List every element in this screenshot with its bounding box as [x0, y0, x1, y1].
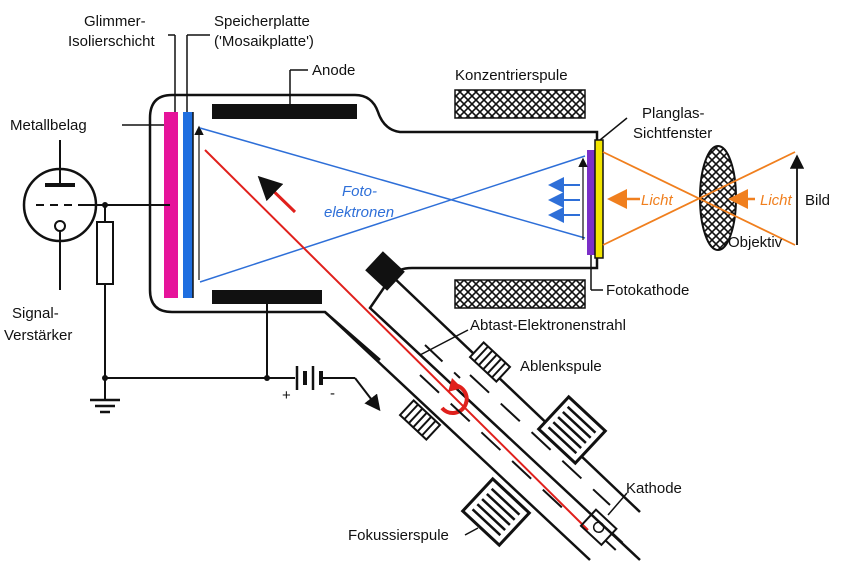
label-planglas: Planglas-	[642, 105, 705, 122]
neck-wall-upper	[391, 275, 641, 513]
leader-abtast	[419, 329, 469, 356]
label-ablenkspule: Ablenkspule	[520, 358, 602, 375]
label-foto: Foto-	[342, 183, 377, 200]
label-objektiv: Objektiv	[728, 234, 783, 251]
label-elektronen: elektronen	[324, 204, 394, 221]
label-metallbelag: Metallbelag	[10, 117, 87, 134]
label-glimmer: Glimmer-	[84, 13, 146, 30]
label-konzentrierspule: Konzentrierspule	[455, 67, 568, 84]
fokussierspule-bottom	[460, 476, 532, 548]
label-sichtfenster: Sichtfenster	[633, 125, 712, 142]
resistor	[96, 221, 114, 285]
leader-fokussier	[464, 527, 479, 536]
kathode-symbol	[579, 508, 624, 551]
battery-lead-arrow	[354, 377, 381, 412]
neck-wall-lower	[324, 311, 591, 561]
planglas-window	[594, 139, 604, 259]
neck-electrode-2	[469, 374, 611, 506]
label-minus: -	[330, 385, 335, 402]
label-mosaikplatte: ('Mosaikplatte')	[214, 33, 314, 50]
label-licht-left: Licht	[641, 192, 674, 209]
label-plus: +	[282, 387, 291, 404]
beam-arrow	[257, 175, 297, 214]
konzentrierspule-top	[454, 89, 586, 119]
tube-cathode	[54, 220, 66, 232]
anode-bottom	[212, 290, 322, 304]
anode-top	[212, 104, 357, 119]
label-anode: Anode	[312, 62, 355, 79]
ablenkspule-bottom	[398, 398, 442, 442]
leader-planglas	[599, 117, 628, 141]
konzentrierspule-bottom	[454, 279, 586, 309]
gun-block	[365, 251, 405, 291]
speicherplatte-layer	[183, 112, 193, 298]
neck-electrode-1	[424, 344, 461, 379]
label-speicherplatte: Speicherplatte	[214, 13, 310, 30]
neck-electrode-3	[419, 374, 571, 516]
label-kathode: Kathode	[626, 480, 682, 497]
label-fokussierspule: Fokussierspule	[348, 527, 449, 544]
fotokathode-layer	[587, 150, 595, 255]
metallbelag-layer	[164, 112, 178, 298]
label-bild: Bild	[805, 192, 830, 209]
label-abtast: Abtast-Elektronenstrahl	[470, 317, 626, 334]
light-ray-2	[602, 151, 796, 246]
label-licht-right: Licht	[760, 192, 793, 209]
label-isolierschicht: Isolierschicht	[68, 33, 156, 50]
label-verstaerker: Verstärker	[4, 327, 72, 344]
rotation-arrow-head	[448, 378, 462, 392]
fokussierspule-top	[536, 394, 608, 466]
label-signal: Signal-	[12, 305, 59, 322]
abtast-beam	[204, 149, 589, 531]
photoelectron-path-1	[199, 127, 586, 239]
label-fotokathode: Fotokathode	[606, 282, 689, 299]
ablenkspule-top	[468, 340, 512, 384]
leader-kathode	[607, 492, 628, 516]
photoelectron-path-2	[199, 155, 586, 283]
